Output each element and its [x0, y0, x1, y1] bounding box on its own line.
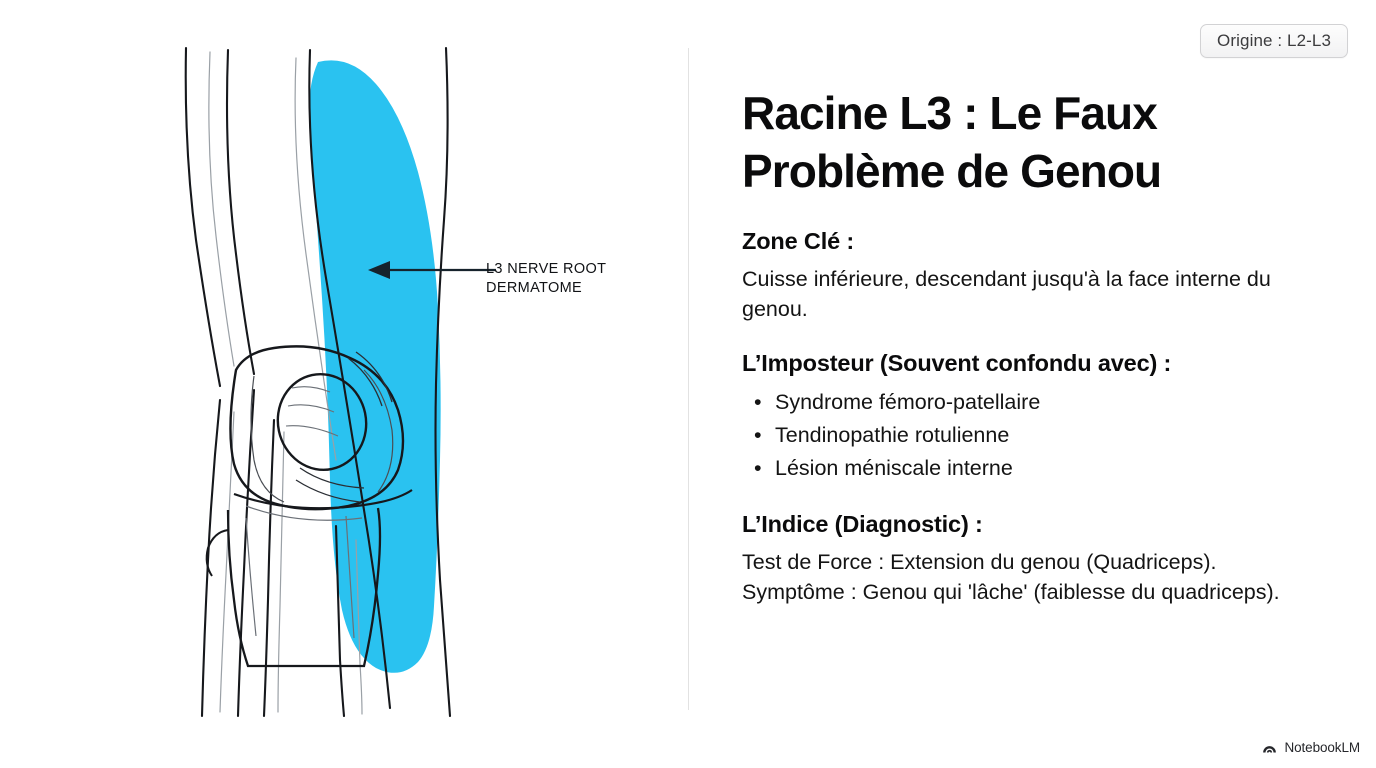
- section-heading: Zone Clé :: [742, 228, 855, 254]
- left-arrow-icon: [368, 261, 496, 279]
- joint-space: [233, 489, 413, 521]
- section-heading: L’Indice (Diagnostic) :: [742, 511, 983, 537]
- notebooklm-spiral-icon: [1263, 746, 1277, 753]
- section-zone-cle: Zone Clé : Cuisse inférieure, descendant…: [742, 226, 1342, 324]
- bullet-icon: •: [754, 390, 762, 414]
- illustration-panel: L3 NERVE ROOT DERMATOME: [184, 46, 660, 718]
- bullet-icon: •: [754, 456, 762, 480]
- dermatome-callout-label: L3 NERVE ROOT DERMATOME: [486, 260, 606, 298]
- list-item: • Syndrome fémoro-patellaire: [742, 386, 1342, 419]
- dermatome-callout: L3 NERVE ROOT DERMATOME: [360, 250, 660, 320]
- femur-condyles: [229, 345, 405, 511]
- notebooklm-brand-label: NotebookLM: [1284, 739, 1360, 755]
- callout-line-2: DERMATOME: [486, 280, 583, 296]
- knee-anatomy-illustration: [184, 46, 452, 718]
- list-item: • Lésion méniscale interne: [742, 452, 1342, 485]
- indice-line-test: Test de Force : Extension du genou (Quad…: [742, 550, 1217, 574]
- callout-line-1: L3 NERVE ROOT: [486, 261, 607, 277]
- vertical-divider: [688, 48, 689, 710]
- page-title: Racine L3 : Le Faux Problème de Genou: [742, 87, 1162, 197]
- section-imposteur: L’Imposteur (Souvent confondu avec) : • …: [742, 348, 1342, 485]
- notebooklm-brand: NotebookLM: [1261, 739, 1360, 756]
- origin-badge: Origine : L2-L3: [1200, 24, 1348, 58]
- section-body: Cuisse inférieure, descendant jusqu'à la…: [742, 267, 1271, 321]
- indice-line-symptome: Symptôme : Genou qui 'lâche' (faiblesse …: [742, 580, 1280, 604]
- ligaments: [295, 351, 393, 503]
- content-panel: Racine L3 : Le Faux Problème de Genou Zo…: [742, 84, 1342, 607]
- shading-lines: [208, 51, 363, 715]
- list-item-label: Tendinopathie rotulienne: [775, 423, 1010, 447]
- list-item-label: Syndrome fémoro-patellaire: [775, 390, 1041, 414]
- section-body: Test de Force : Extension du genou (Quad…: [742, 547, 1322, 607]
- leg-contours: [184, 46, 452, 718]
- section-heading: L’Imposteur (Souvent confondu avec) :: [742, 350, 1172, 376]
- patella: [276, 372, 368, 472]
- list-item-label: Lésion méniscale interne: [775, 456, 1013, 480]
- section-indice: L’Indice (Diagnostic) : Test de Force : …: [742, 509, 1342, 607]
- bullet-icon: •: [754, 423, 762, 447]
- imposteur-list: • Syndrome fémoro-patellaire • Tendinopa…: [742, 386, 1342, 485]
- tibia-head: [205, 507, 382, 668]
- list-item: • Tendinopathie rotulienne: [742, 419, 1342, 452]
